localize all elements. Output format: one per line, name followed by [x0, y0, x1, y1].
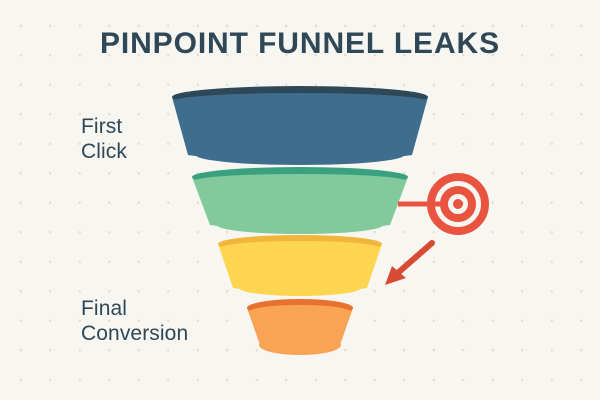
- funnel-segment-3[interactable]: [218, 235, 382, 296]
- bullseye-target-icon[interactable]: [427, 173, 489, 235]
- funnel-segment-3-body: [218, 244, 382, 292]
- stage-label-final-conversion: Final Conversion: [81, 296, 188, 346]
- target-outer-ring: [427, 173, 489, 235]
- funnel-segment-4-rim-inner: [249, 305, 351, 319]
- funnel-segment-first-click[interactable]: [172, 86, 428, 165]
- stage-label-final-conversion-line1: Final: [81, 297, 128, 320]
- funnel-segment-2[interactable]: [192, 167, 408, 234]
- funnel-segment-1-body: [172, 97, 428, 161]
- funnel-segment-3-rim-inner: [220, 241, 380, 255]
- arrow-down-left-icon: [385, 240, 435, 285]
- stage-label-first-click: First Click: [81, 114, 127, 164]
- funnel-segment-1-rim-inner: [174, 93, 426, 109]
- funnel-segment-1-bottom: [196, 145, 404, 165]
- page-title: PINPOINT FUNNEL LEAKS: [99, 27, 501, 60]
- target-middle-ring: [440, 186, 476, 222]
- stage-label-final-conversion-line2: Conversion: [81, 322, 189, 345]
- funnel-segment-3-bottom: [239, 280, 361, 296]
- stage-label-first-click-line2: Click: [81, 140, 127, 163]
- funnel-segment-2-rim-inner: [194, 174, 406, 188]
- funnel-segment-4-bottom: [259, 335, 341, 355]
- stage-label-first-click-line1: First: [81, 115, 123, 138]
- funnel-segment-2-bottom: [217, 216, 383, 234]
- arrow-head: [385, 266, 406, 285]
- target-center-dot: [453, 199, 463, 209]
- funnel-segment-2-body: [192, 177, 408, 230]
- funnel-segment-final-conversion[interactable]: [247, 299, 353, 355]
